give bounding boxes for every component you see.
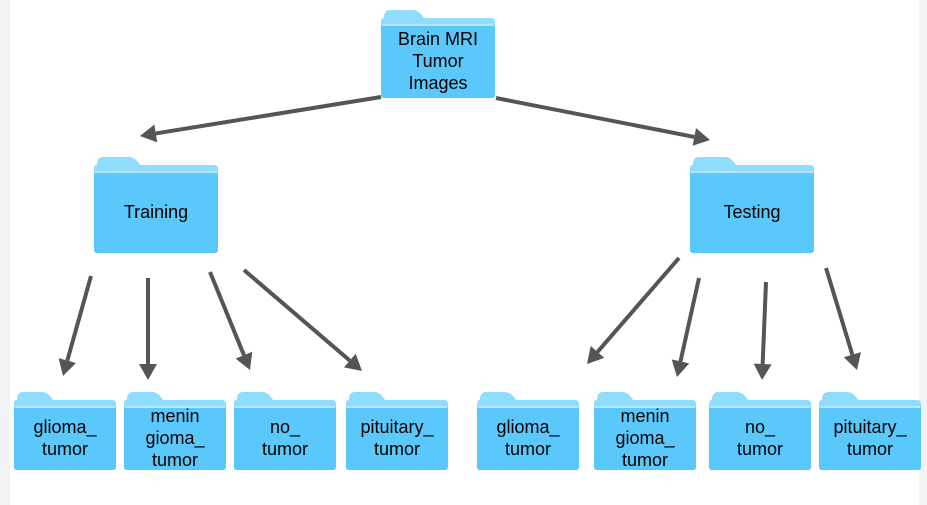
folder-icon (346, 392, 448, 470)
folder-test-pituitary-label: pituitary_ tumor (833, 417, 907, 459)
folder-root-label: Brain MRI Tumor Images (397, 29, 478, 93)
folder-icon (94, 157, 218, 253)
arrow-training-to-train_pituitary (242, 268, 362, 371)
folder-icon (594, 392, 696, 470)
folder-testing: Testing (690, 155, 814, 253)
folder-root: Brain MRI Tumor Images (381, 8, 495, 98)
left-margin (0, 0, 10, 505)
folder-train-glioma: glioma_ tumor (14, 390, 116, 470)
folder-train-pituitary: pituitary_ tumor (346, 390, 448, 470)
arrow-testing-to-test_pituitary (824, 267, 861, 370)
folder-test-no-tumor: no_ tumor (709, 390, 811, 470)
folder-test-pituitary: pituitary_ tumor (819, 390, 921, 470)
folder-train-pituitary-label: pituitary_ tumor (360, 417, 434, 459)
folder-train-no-tumor: no_ tumor (234, 390, 336, 470)
folder-icon (709, 392, 811, 470)
arrow-training-to-train_glioma (58, 275, 93, 376)
folder-testing-label: Testing (723, 202, 781, 222)
folder-test-glioma: glioma_ tumor (477, 390, 579, 470)
folder-icon (690, 157, 814, 253)
folder-training: Training (94, 155, 218, 253)
folder-icon (819, 392, 921, 470)
arrow-testing-to-test_meningioma (671, 277, 701, 377)
folder-icon (477, 392, 579, 470)
folder-test-no-tumor-label: no_ tumor (736, 417, 783, 459)
folder-train-meningioma-label: menin gioma_ tumor (145, 406, 205, 470)
folder-training-label: Training (123, 202, 189, 222)
right-margin (919, 0, 927, 505)
folder-test-meningioma-label: menin gioma_ tumor (615, 406, 675, 470)
arrow-training-to-train_no_tumor (208, 271, 253, 370)
arrow-root-to-testing (495, 96, 710, 146)
folder-test-meningioma: menin gioma_ tumor (594, 390, 696, 470)
folder-icon (124, 392, 226, 470)
folder-icon (234, 392, 336, 470)
folder-icon (381, 10, 495, 98)
folder-test-glioma-label: glioma_ tumor (496, 417, 560, 459)
arrow-root-to-training (140, 95, 382, 143)
arrow-testing-to-test_no_tumor (753, 281, 772, 380)
folder-train-no-tumor-label: no_ tumor (261, 417, 308, 459)
arrow-training-to-train_meningioma (139, 278, 157, 380)
folder-icon (14, 392, 116, 470)
folder-train-meningioma: menin gioma_ tumor (124, 390, 226, 470)
arrow-testing-to-test_glioma (587, 256, 681, 364)
folder-train-glioma-label: glioma_ tumor (33, 417, 97, 459)
